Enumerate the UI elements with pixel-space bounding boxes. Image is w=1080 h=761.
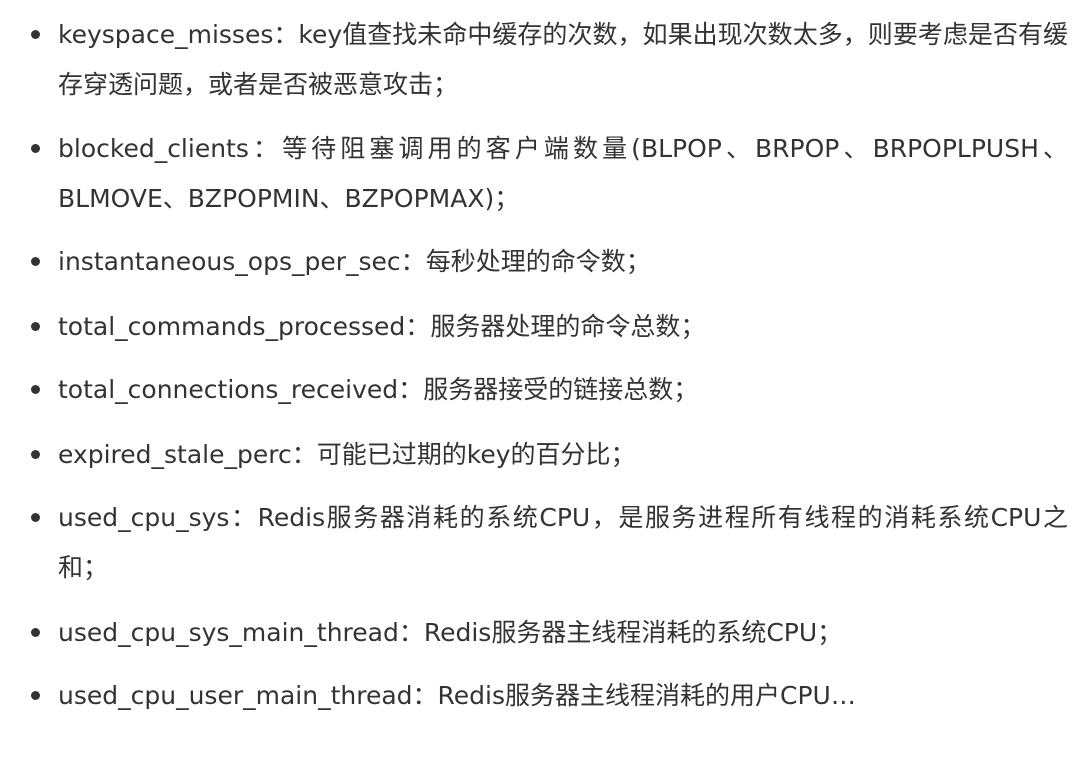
list-item: used_cpu_sys：Redis服务器消耗的系统CPU，是服务进程所有线程的… [31, 493, 1068, 593]
bullet-dot [31, 30, 40, 39]
item-description: key值查找未命中缓存的次数，如果出现次数太多，则要考虑是否有缓存穿透问题，或者… [58, 20, 1068, 99]
item-description: Redis服务器主线程消耗的用户CPU… [437, 681, 856, 710]
item-separator: ： [398, 618, 424, 647]
item-key: expired_stale_perc [58, 440, 292, 469]
bullet-dot [31, 257, 40, 266]
list-item: blocked_clients：等待阻塞调用的客户端数量(BLPOP、BRPOP… [31, 124, 1068, 224]
item-description: Redis服务器消耗的系统CPU，是服务进程所有线程的消耗系统CPU之和； [58, 503, 1068, 582]
item-key: used_cpu_sys [58, 503, 230, 532]
bullet-dot [31, 450, 40, 459]
item-description: 服务器接受的链接总数； [423, 375, 699, 404]
bullet-dot [31, 691, 40, 700]
list-item: keyspace_misses：key值查找未命中缓存的次数，如果出现次数太多，… [31, 10, 1068, 110]
list-item: total_commands_processed：服务器处理的命令总数； [31, 302, 1068, 352]
item-key: used_cpu_user_main_thread [58, 681, 413, 710]
item-key: total_commands_processed [58, 312, 406, 341]
item-key: keyspace_misses [58, 20, 274, 49]
list-item: used_cpu_sys_main_thread：Redis服务器主线程消耗的系… [31, 608, 1068, 658]
list-item: expired_stale_perc：可能已过期的key的百分比； [31, 430, 1068, 480]
list-item: total_connections_received：服务器接受的链接总数； [31, 365, 1068, 415]
item-description: 每秒处理的命令数； [425, 247, 651, 276]
item-separator: ： [291, 440, 317, 469]
bullet-dot [31, 628, 40, 637]
item-description: 等待阻塞调用的客户端数量(BLPOP、BRPOP、BRPOPLPUSH、BLMO… [58, 134, 1068, 213]
list-item: instantaneous_ops_per_sec：每秒处理的命令数； [31, 237, 1068, 287]
item-key: total_connections_received [58, 375, 399, 404]
item-key: blocked_clients [58, 134, 249, 163]
bullet-dot [31, 322, 40, 331]
item-separator: ： [400, 247, 426, 276]
item-separator: ： [405, 312, 431, 341]
bullet-dot [31, 513, 40, 522]
item-key: used_cpu_sys_main_thread [58, 618, 399, 647]
item-separator: ： [398, 375, 424, 404]
item-separator: ： [229, 503, 258, 532]
list-item: used_cpu_user_main_thread：Redis服务器主线程消耗的… [31, 671, 1068, 721]
item-description: 服务器处理的命令总数； [430, 312, 706, 341]
item-separator: ： [273, 20, 299, 49]
item-description: 可能已过期的key的百分比； [316, 440, 636, 469]
bullet-dot [31, 385, 40, 394]
item-description: Redis服务器主线程消耗的系统CPU； [423, 618, 843, 647]
item-separator: ： [412, 681, 438, 710]
bullet-dot [31, 144, 40, 153]
item-separator: ： [248, 134, 283, 163]
item-key: instantaneous_ops_per_sec [58, 247, 401, 276]
